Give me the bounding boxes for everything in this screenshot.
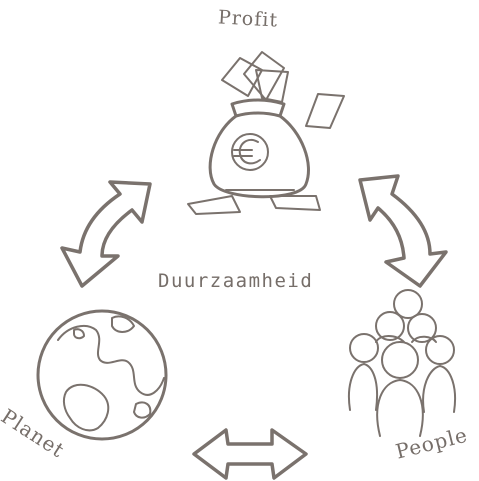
arrow-profit-to-people	[358, 174, 448, 288]
arrow-planet-to-profit	[60, 180, 152, 288]
globe-icon	[36, 309, 168, 441]
center-title: Duurzaamheid	[158, 270, 314, 292]
arrow-people-to-planet	[192, 428, 308, 480]
group-of-people-icon	[348, 289, 456, 437]
profit-label: Profit	[217, 6, 279, 32]
money-bag-euro-icon	[187, 51, 345, 215]
